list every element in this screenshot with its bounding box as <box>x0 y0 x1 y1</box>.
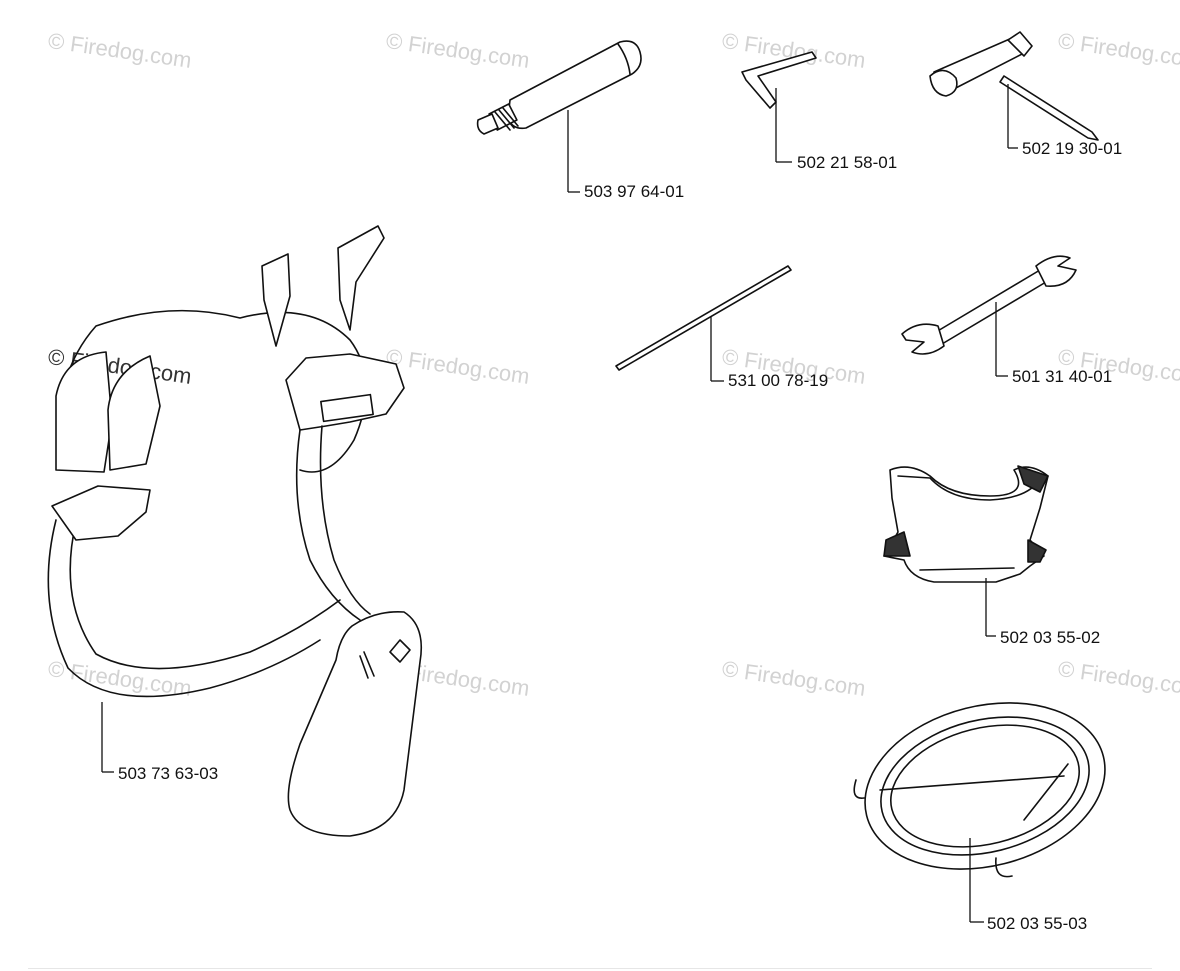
locking-pin-drawing <box>615 265 792 382</box>
harness-drawing <box>47 225 423 837</box>
part-number-harness: 503 73 63-03 <box>118 764 219 783</box>
grease-tube-drawing <box>476 40 642 193</box>
part-number-blade-guard-ring: 502 03 55-03 <box>987 914 1088 933</box>
part-number-locking-pin: 531 00 78-19 <box>728 371 829 390</box>
part-number-combination-spanner: 502 19 30-01 <box>1022 139 1123 158</box>
part-number-grease-tube: 503 97 64-01 <box>584 182 685 201</box>
part-number-open-end-wrench: 501 31 40-01 <box>1012 367 1113 386</box>
combination-spanner-drawing <box>929 31 1099 149</box>
open-end-wrench-drawing <box>901 255 1077 377</box>
hex-key-drawing <box>741 51 817 163</box>
part-number-harness-back-plate: 502 03 55-02 <box>1000 628 1101 647</box>
part-number-hex-key: 502 21 58-01 <box>797 153 898 172</box>
harness-back-plate-drawing <box>883 465 1049 637</box>
bottom-divider <box>28 968 1152 969</box>
blade-guard-ring-drawing <box>853 702 1106 923</box>
